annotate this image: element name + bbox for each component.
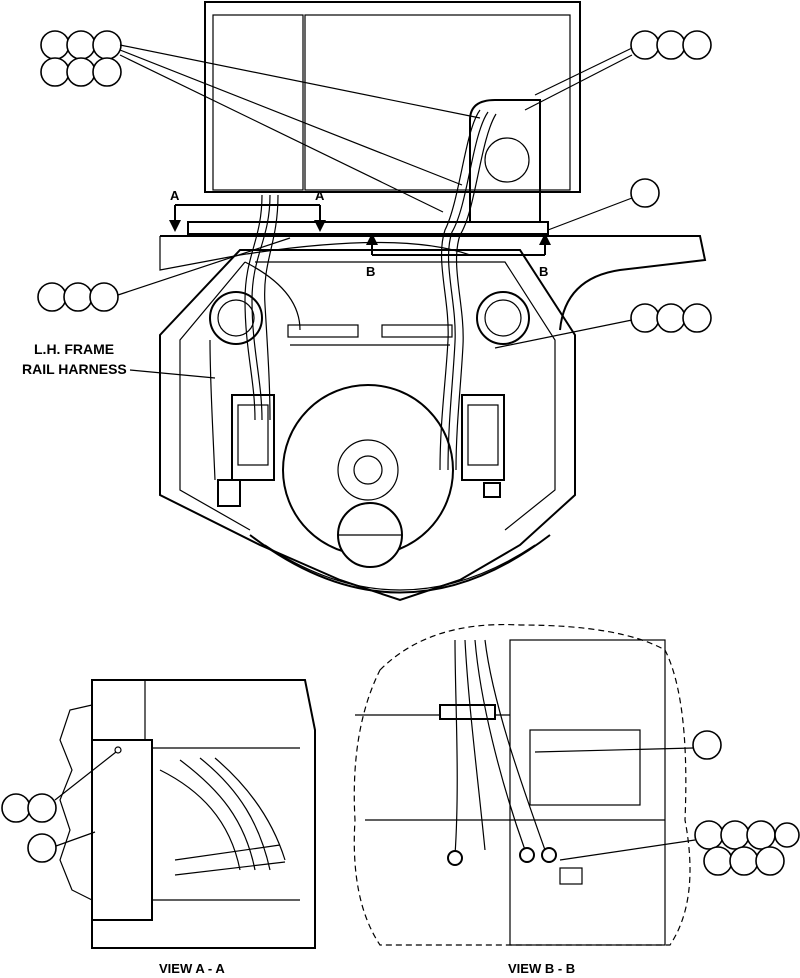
callout-view-b-single bbox=[534, 730, 722, 760]
harness-bundle-left-1 bbox=[244, 194, 263, 421]
lower-guard-arc bbox=[249, 534, 551, 594]
callout-group-left-middle bbox=[37, 237, 291, 312]
view-a-plate bbox=[91, 739, 153, 921]
view-b-cable-3 bbox=[474, 639, 526, 851]
section-b-label-left: B bbox=[366, 264, 375, 279]
mounting-plate bbox=[187, 221, 549, 235]
view-b-cable-1 bbox=[454, 639, 458, 856]
view-b-terminal-3 bbox=[541, 847, 557, 863]
harness-bundle-right-2 bbox=[447, 111, 489, 471]
control-box-panel bbox=[304, 14, 571, 191]
harness-bundle-left-3 bbox=[264, 194, 279, 421]
main-assembly-view: A A B B L.H. FRAME RAIL HARNESS bbox=[22, 1, 707, 602]
view-a-cable-1 bbox=[159, 769, 241, 871]
view-a-cable-4 bbox=[214, 757, 286, 861]
view-a-cable-3 bbox=[199, 757, 271, 871]
section-a-label-left: A bbox=[170, 188, 180, 203]
view-b-cabinet bbox=[509, 639, 666, 946]
duct-port bbox=[484, 137, 530, 183]
callout-group-top-right bbox=[524, 30, 712, 111]
frame-rail-label-line1: L.H. FRAME bbox=[34, 341, 114, 357]
callout-group-top-left bbox=[40, 30, 481, 213]
control-box bbox=[204, 1, 581, 193]
housing-inner-right bbox=[255, 261, 556, 531]
housing-inner-left bbox=[179, 261, 251, 531]
right-connector-inner bbox=[467, 404, 499, 466]
view-a-bolt bbox=[114, 746, 122, 754]
view-b-terminal-1 bbox=[447, 850, 463, 866]
section-a-label-right: A bbox=[315, 188, 325, 203]
callout-view-a-single bbox=[27, 831, 96, 863]
view-b-block bbox=[559, 867, 583, 885]
view-b-b bbox=[353, 623, 691, 946]
left-mount-boss-inner bbox=[217, 299, 255, 337]
rotor-center bbox=[353, 455, 383, 485]
left-bracket bbox=[287, 324, 359, 338]
view-b-cable-4 bbox=[484, 639, 546, 851]
left-mount-boss bbox=[209, 291, 263, 345]
section-b-label-right: B bbox=[539, 264, 548, 279]
callout-group-right-middle bbox=[494, 303, 712, 349]
view-b-cable-2 bbox=[464, 639, 486, 851]
view-b-component bbox=[529, 729, 641, 806]
harness-loop-top bbox=[239, 241, 471, 256]
view-b-boundary bbox=[353, 623, 691, 946]
harness-bundle-left-2 bbox=[251, 194, 271, 421]
harness-bundle-right-1 bbox=[439, 109, 481, 471]
right-mount-boss-inner bbox=[484, 299, 522, 337]
view-b-title: VIEW B - B bbox=[508, 961, 575, 976]
right-connector-block bbox=[461, 394, 505, 481]
view-a-title: VIEW A - A bbox=[159, 961, 225, 976]
cable-duct bbox=[469, 99, 541, 226]
section-b-markers: B B bbox=[366, 233, 551, 279]
view-a-cable-2 bbox=[179, 759, 256, 871]
rotor-hub bbox=[337, 439, 399, 501]
view-b-clamp bbox=[439, 704, 496, 720]
view-a-fan-edge bbox=[59, 704, 93, 901]
callout-view-a-pair bbox=[1, 751, 117, 823]
harness-bundle-right-3 bbox=[455, 113, 497, 471]
view-a-a bbox=[59, 679, 316, 949]
callout-single-right-upper bbox=[547, 178, 660, 231]
right-mount-boss bbox=[476, 291, 530, 345]
right-junction bbox=[483, 482, 501, 498]
left-connector-inner bbox=[237, 404, 269, 466]
view-b-terminal-2 bbox=[519, 847, 535, 863]
frame-rail-leader bbox=[129, 369, 216, 379]
frame-rail-harness-run bbox=[209, 339, 216, 481]
lower-guard-inner bbox=[264, 544, 536, 591]
right-bracket bbox=[381, 324, 453, 338]
control-box-door bbox=[212, 14, 304, 191]
left-junction bbox=[217, 479, 241, 507]
frame-rail-label-line2: RAIL HARNESS bbox=[22, 361, 127, 377]
section-a-markers: A A bbox=[169, 188, 326, 232]
harness-loop-left bbox=[244, 261, 301, 331]
frame-rail-left-end bbox=[159, 236, 241, 271]
callout-view-b-group bbox=[559, 820, 800, 876]
left-connector-block bbox=[231, 394, 275, 481]
view-a-connectors bbox=[174, 844, 286, 876]
